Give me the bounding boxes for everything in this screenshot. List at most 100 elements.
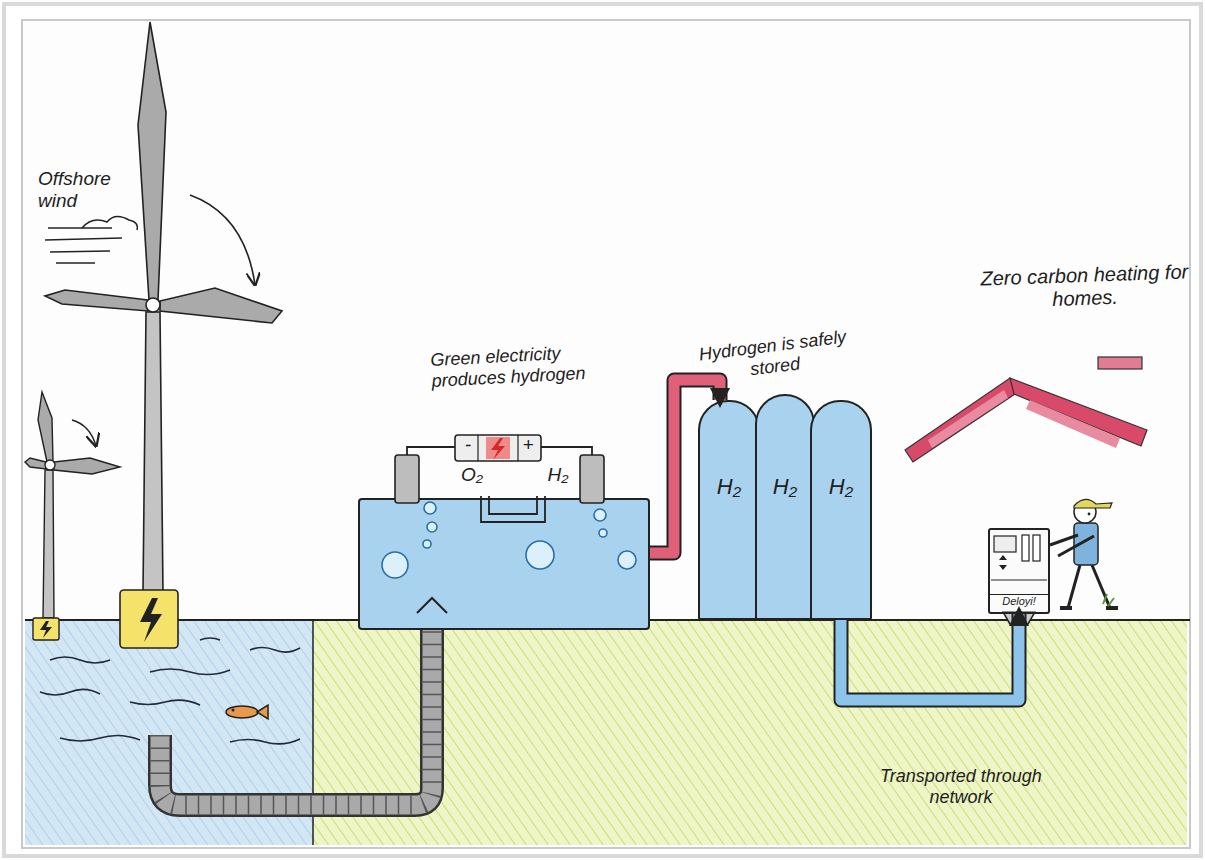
gas-bubble bbox=[424, 502, 436, 514]
electrode bbox=[395, 455, 604, 503]
pipe-outline bbox=[650, 380, 720, 553]
house-roof bbox=[905, 357, 1147, 462]
wind-lines bbox=[50, 251, 110, 252]
wind-lines bbox=[45, 238, 122, 240]
wave-line bbox=[50, 657, 110, 663]
boiler-display bbox=[1033, 535, 1040, 561]
step-caption: Green electricity produces hydrogen bbox=[430, 340, 622, 391]
battery-symbol bbox=[477, 435, 478, 461]
wind-turbine bbox=[138, 22, 166, 300]
wind-turbine bbox=[190, 195, 255, 285]
wire bbox=[407, 447, 592, 455]
wind-turbine bbox=[25, 458, 46, 469]
step-caption: Hydrogen is safely stored bbox=[686, 325, 862, 387]
boiler-display bbox=[994, 536, 1016, 552]
wave-line bbox=[150, 669, 230, 675]
wind-turbine bbox=[38, 392, 53, 462]
battery-symbol bbox=[455, 435, 541, 461]
wind-turbine bbox=[45, 290, 148, 311]
undersea-cable bbox=[160, 628, 432, 805]
fish bbox=[257, 705, 268, 719]
wind-caption: Offshore wind bbox=[38, 168, 133, 212]
electrode bbox=[580, 455, 604, 503]
wind-turbine bbox=[40, 621, 52, 638]
gas-bubble bbox=[382, 552, 408, 578]
paper-frame bbox=[22, 20, 1190, 848]
paper-frame bbox=[4, 4, 1201, 856]
person bbox=[1103, 594, 1114, 606]
boiler-display bbox=[991, 580, 1047, 581]
membrane-divider bbox=[481, 496, 545, 522]
wave-line bbox=[40, 638, 300, 744]
wind-lines bbox=[48, 227, 112, 229]
wind-turbine bbox=[25, 392, 120, 640]
wind-turbine bbox=[45, 460, 55, 470]
connector-group bbox=[650, 380, 1019, 700]
wire bbox=[407, 447, 455, 455]
wave-line bbox=[40, 689, 100, 695]
pipe-outline bbox=[841, 614, 1019, 700]
wind-lines bbox=[56, 262, 95, 264]
wave-line bbox=[230, 739, 300, 744]
cable-inlet bbox=[417, 598, 447, 613]
wind-turbine bbox=[54, 458, 120, 474]
house-roof bbox=[1010, 378, 1147, 446]
wind-turbine bbox=[140, 598, 162, 642]
person bbox=[1050, 499, 1118, 608]
pipe-body bbox=[841, 614, 1019, 700]
gas-bubble bbox=[382, 502, 636, 578]
land bbox=[313, 620, 1187, 845]
gas-bubble bbox=[423, 540, 431, 548]
boiler-display bbox=[1022, 535, 1029, 561]
battery-symbol bbox=[491, 438, 505, 460]
gas-bubble bbox=[594, 509, 606, 521]
wave-line bbox=[200, 638, 220, 640]
undersea-cable bbox=[160, 628, 432, 805]
wind-turbine bbox=[33, 618, 59, 640]
polarity-sign: - bbox=[461, 434, 475, 456]
storage-tank: H₂ bbox=[755, 394, 815, 620]
electrolyser-tank: Green electricity produces hydrogenO₂H₂ bbox=[358, 498, 650, 630]
person bbox=[1060, 606, 1118, 610]
land bbox=[313, 620, 1187, 845]
person bbox=[1050, 535, 1094, 556]
gas-bubble bbox=[618, 551, 636, 569]
gas-label: H₂ bbox=[757, 474, 813, 499]
undersea-cable bbox=[160, 628, 432, 805]
cable-inlet bbox=[417, 598, 447, 613]
pipe-connector bbox=[841, 614, 1019, 700]
gas-bubble bbox=[427, 522, 437, 532]
edge-label: Transported through network bbox=[861, 766, 1061, 807]
house-roof bbox=[928, 390, 1008, 448]
wave-line bbox=[130, 700, 200, 705]
pipe-connector bbox=[650, 380, 720, 553]
person bbox=[1088, 513, 1091, 516]
fish bbox=[226, 706, 258, 718]
wind-turbine bbox=[72, 420, 96, 446]
land bbox=[313, 620, 1187, 845]
wind-turbine bbox=[45, 22, 282, 648]
ground-line bbox=[25, 620, 1190, 845]
wave-line bbox=[60, 735, 140, 741]
wind-lines bbox=[82, 216, 137, 230]
electrode bbox=[395, 455, 419, 503]
gas-label: O₂ bbox=[448, 464, 496, 486]
wind-turbine bbox=[120, 590, 178, 648]
storage-tank: H₂ bbox=[810, 400, 872, 620]
wind-turbine bbox=[143, 312, 163, 592]
boiler-unit: Deloyi! bbox=[988, 528, 1050, 614]
pipe-body bbox=[650, 380, 720, 553]
storage-tank: H₂ bbox=[698, 400, 760, 620]
boiler-display bbox=[999, 555, 1007, 570]
gas-label: H₂ bbox=[534, 464, 582, 486]
undersea-cable bbox=[160, 628, 432, 805]
battery-symbol bbox=[517, 435, 518, 461]
membrane-divider bbox=[481, 496, 545, 522]
house-roof bbox=[1026, 400, 1120, 448]
wind-lines bbox=[45, 216, 137, 263]
wire bbox=[541, 447, 592, 455]
